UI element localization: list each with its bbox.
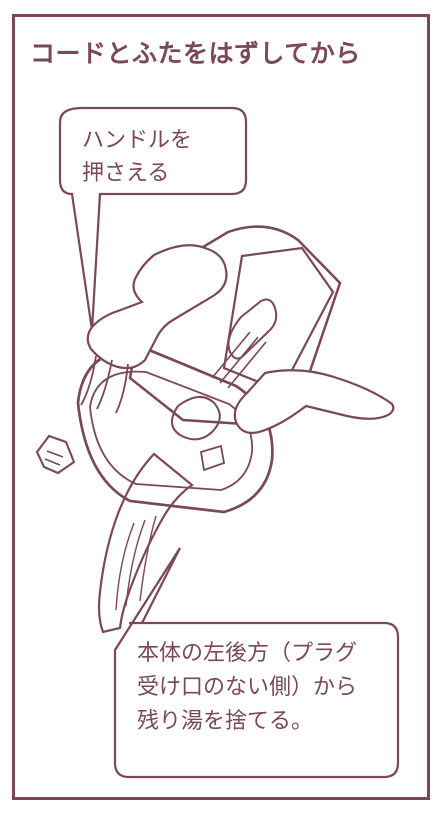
holding-hand: [88, 245, 227, 368]
callout-bottom-line-2: 受け口のない側）から: [137, 671, 357, 705]
callout-top-line-1: ハンドルを: [82, 124, 192, 157]
plug-connector-details: [45, 451, 63, 465]
callout-text-bottom: 本体の左後方（プラグ 受け口のない側）から 残り湯を捨てる。: [137, 637, 357, 739]
kettle-lock-tab: [201, 446, 224, 470]
kettle-back-panel: [224, 248, 333, 391]
callout-bottom-line-3: 残り湯を捨てる。: [137, 705, 357, 739]
callout-top-line-2: 押さえる: [82, 157, 192, 190]
callout-text-top: ハンドルを 押さえる: [82, 124, 192, 190]
kettle-opening-inner: [90, 372, 252, 490]
callout-bottom-line-1: 本体の左後方（プラグ: [137, 637, 357, 671]
supporting-hand: [235, 370, 394, 433]
